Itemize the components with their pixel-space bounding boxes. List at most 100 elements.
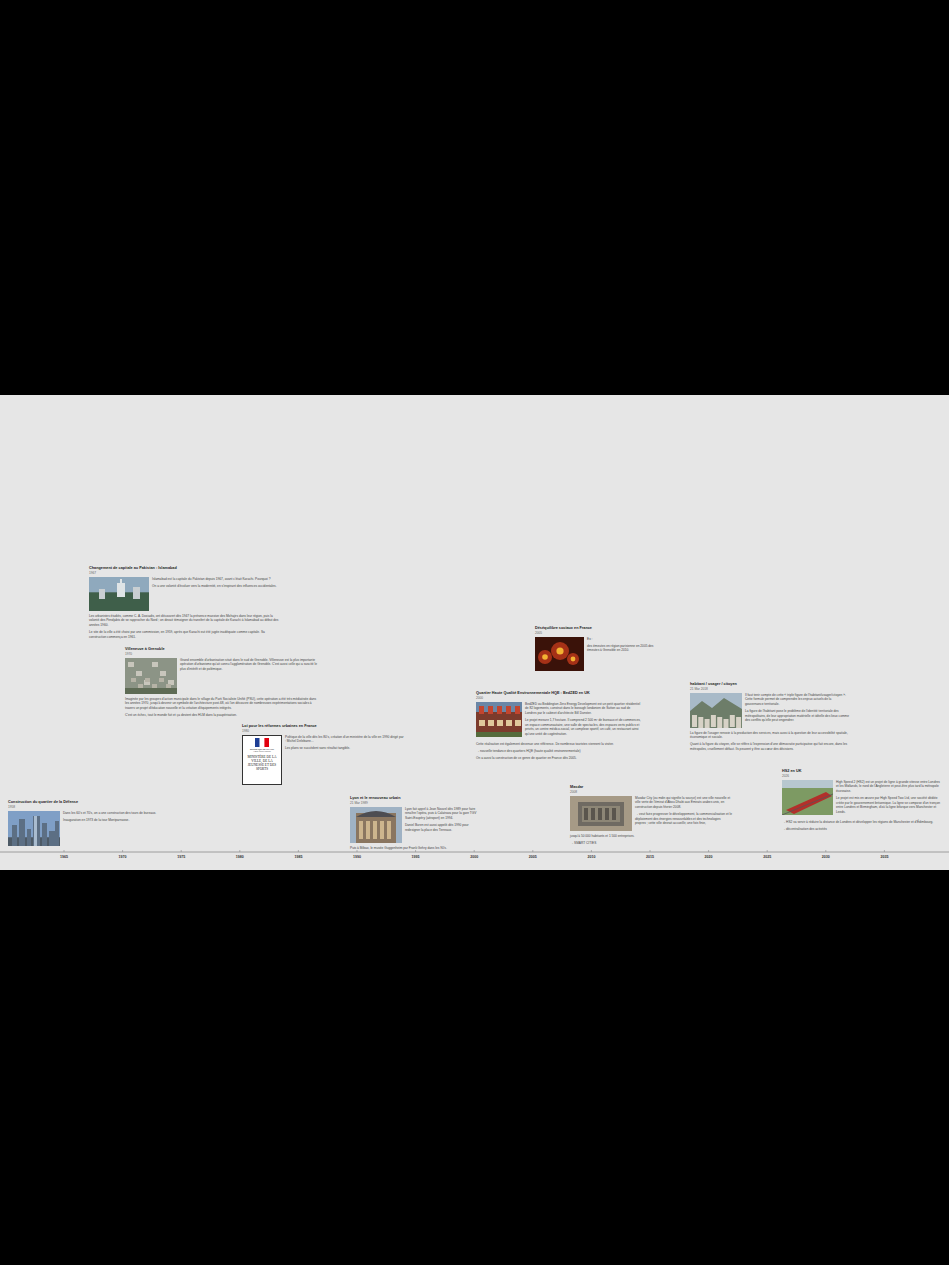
event-title: Masdar: [570, 785, 732, 790]
event-body: Dans les 60's et 70's, on a une construc…: [60, 811, 166, 825]
event-more: jusqu'à 50 000 habitants et 1 500 entrep…: [570, 834, 732, 846]
event-text: → SMART CITIES: [570, 841, 732, 846]
event-text: Il faut tenir compte de cette « triple f…: [745, 693, 850, 707]
axis-tick: [825, 850, 826, 852]
event-title: Loi pour les réformes urbaines en France: [242, 724, 404, 729]
event-row: BedZED ou Beddington Zero Energy Develop…: [476, 702, 642, 739]
event-row: Il faut tenir compte de cette « triple f…: [690, 693, 850, 728]
event-text: → décentralisation des activités: [782, 827, 942, 832]
event-title: Construction du quartier de la Défense: [8, 800, 166, 805]
axis-tick: [64, 850, 65, 852]
event-photo: [570, 796, 632, 831]
event-body: Il faut tenir compte de cette « triple f…: [742, 693, 850, 726]
axis-tick: [532, 850, 533, 852]
event-text: Cette réalisation est également devenue …: [476, 742, 642, 747]
event-body: Lyon fait appel à Jean Nouvel dès 1989 p…: [402, 807, 482, 835]
event-text: → veut faire progresser le développement…: [635, 812, 732, 826]
event-text: Masdar City (ou mdin qui signifie la sou…: [635, 796, 732, 810]
year-label: 2010: [587, 855, 595, 859]
timeline-event: Lyon et le renouveau urbain21 Mar 1989Ly…: [350, 796, 482, 853]
event-date: 2000: [476, 696, 642, 700]
event-text: Les urbanistes étudiés, comme C. A. Doxi…: [89, 614, 281, 628]
event-text: Le projet mesure 1,7 hectare. Il compren…: [525, 718, 642, 737]
timeline-event: HS2 en UK2026High Speed 2 (HS2) est un p…: [782, 769, 942, 834]
timeline-event: Quartier Haute Qualité Environnementale …: [476, 691, 642, 763]
event-photo: [8, 811, 60, 846]
logo-text: MINISTÈRE DE LA VILLE, DE LA JEUNESSE ET…: [245, 755, 279, 771]
event-text: Les plans se succèdent sans résultat tan…: [285, 746, 404, 751]
event-date: 2008: [570, 790, 732, 794]
axis-tick: [415, 850, 416, 852]
year-label: 1990: [353, 855, 361, 859]
event-date: 21 Mar 1989: [350, 801, 482, 805]
event-row: Grand ensemble d'urbanisation situé dans…: [125, 658, 319, 694]
year-label: 2025: [763, 855, 771, 859]
event-row: RÉPUBLIQUE FRANÇAISELiberté Égalité Frat…: [242, 735, 404, 785]
axis-tick: [239, 850, 240, 852]
event-body: Ex : des émeutes en région parisienne en …: [584, 637, 659, 656]
event-text: On a aussi la construction de ce genre d…: [476, 756, 642, 761]
event-more: Puis à Bilbao, le musée Guggenheim par F…: [350, 846, 482, 851]
year-label: 2020: [705, 855, 713, 859]
event-text: des émeutes en région parisienne en 2005…: [587, 644, 659, 653]
axis-tick: [181, 850, 182, 852]
event-body: BedZED ou Beddington Zero Energy Develop…: [522, 702, 642, 739]
flag-symbol: [255, 738, 269, 747]
event-text: Politique de la ville dès les 80's, créa…: [285, 735, 404, 744]
event-photo: [476, 702, 522, 737]
axis-tick: [591, 850, 592, 852]
timeline-event: Déséquilibre sociaux en France2005 Ex : de…: [535, 626, 659, 674]
event-more: La figure de l'usager renvoie à la produ…: [690, 731, 850, 752]
event-text: Ex :: [587, 637, 659, 642]
event-text: Quant à la figure du citoyen, elle se ré…: [690, 742, 850, 751]
event-text: Islamabad est la capitale du Pakistan de…: [152, 577, 281, 582]
event-date: 1980: [242, 729, 404, 733]
timeline-event: Construction du quartier de la Défense19…: [8, 800, 166, 849]
axis-tick: [708, 850, 709, 852]
event-text: Puis à Bilbao, le musée Guggenheim par F…: [350, 846, 482, 851]
event-text: jusqu'à 50 000 habitants et 1 500 entrep…: [570, 834, 732, 839]
year-label: 1985: [294, 855, 302, 859]
event-text: Le site de la ville a été choisi par une…: [89, 630, 281, 639]
year-label: 2030: [822, 855, 830, 859]
event-body: High Speed 2 (HS2) est un projet de lign…: [833, 780, 942, 817]
event-body: Grand ensemble d'urbanisation situé dans…: [177, 658, 319, 674]
event-body: Politique de la ville dès les 80's, créa…: [282, 735, 404, 754]
event-title: habitant / usager / citoyen: [690, 682, 850, 687]
event-text: → nouvelle tendance des quartiers HQE (h…: [476, 749, 642, 754]
timeline-event: Villeneuve à Grenoble1970Grand ensemble …: [125, 647, 319, 720]
event-date: 21 Mar 2018: [690, 687, 850, 691]
logo-text: Liberté Égalité Fraternité: [245, 750, 279, 752]
event-text: On a une volonté d'évoluer vers la moder…: [152, 584, 281, 589]
year-label: 1995: [412, 855, 420, 859]
event-text: C'est un échec, tout le monde fuit et ça…: [125, 713, 319, 718]
event-photo: [89, 577, 149, 611]
year-label: 1970: [119, 855, 127, 859]
event-text: Dans les 60's et 70's, on a une construc…: [63, 811, 166, 816]
year-label: 2015: [646, 855, 654, 859]
event-more: → HS2 va servir à réduire la distance de…: [782, 820, 942, 832]
axis-tick: [767, 850, 768, 852]
event-text: Imaginée par les groupes d'action munici…: [125, 697, 319, 711]
axis-tick: [298, 850, 299, 852]
axis-tick: [474, 850, 475, 852]
event-title: Villeneuve à Grenoble: [125, 647, 319, 652]
event-date: 2005: [535, 631, 659, 635]
event-text: High Speed 2 (HS2) est un projet de lign…: [836, 780, 942, 794]
event-row: Ex : des émeutes en région parisienne en …: [535, 637, 659, 671]
event-date: 2026: [782, 774, 942, 778]
event-text: Le projet est mis en œuvre par High Spee…: [836, 796, 942, 815]
event-photo: [535, 637, 584, 671]
event-row: Masdar City (ou mdin qui signifie la sou…: [570, 796, 732, 831]
axis-tick: [650, 850, 651, 852]
year-label: 1975: [177, 855, 185, 859]
axis-tick: [122, 850, 123, 852]
event-title: HS2 en UK: [782, 769, 942, 774]
event-text: BedZED ou Beddington Zero Energy Develop…: [525, 702, 642, 716]
event-title: Lyon et le renouveau urbain: [350, 796, 482, 801]
event-title: Déséquilibre sociaux en France: [535, 626, 659, 631]
logo-text: RÉPUBLIQUE FRANÇAISE: [245, 748, 279, 750]
event-date: 1970: [125, 652, 319, 656]
ministry-logo: RÉPUBLIQUE FRANÇAISELiberté Égalité Frat…: [242, 735, 282, 785]
